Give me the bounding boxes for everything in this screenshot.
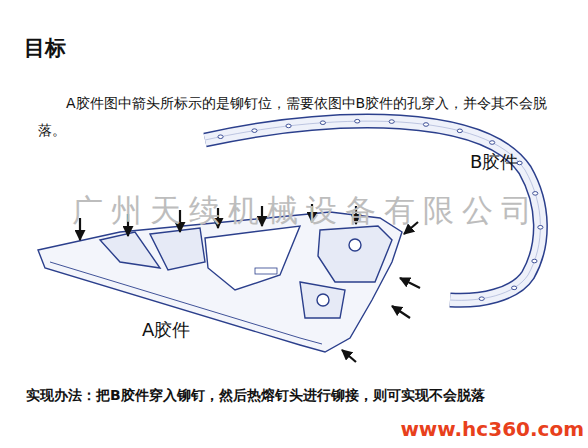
part-name: A胶件 bbox=[142, 318, 190, 342]
site-url: www.hc360.com bbox=[400, 416, 584, 443]
rivet-hole bbox=[355, 119, 360, 123]
page-title: 目标 bbox=[24, 34, 66, 62]
method-text: 实现办法：把B胶件穿入铆钉，然后热熔钉头进行铆接，则可实现不会脱落 bbox=[26, 386, 485, 405]
part-name: B胶件 bbox=[470, 150, 518, 174]
rivet-hole bbox=[218, 135, 223, 139]
rivet-hole bbox=[320, 121, 325, 125]
rivet-hole bbox=[532, 259, 537, 263]
rivet-arrow bbox=[342, 350, 356, 362]
rivet-hole bbox=[490, 141, 495, 145]
a-part bbox=[38, 212, 402, 352]
rivet-hole bbox=[457, 129, 462, 133]
rivet-arrow bbox=[392, 306, 410, 318]
rivet-hole bbox=[512, 286, 517, 290]
intro-text: A胶件图中箭头所标示的是铆钉位，需要依图中B胶件的孔穿入，并令其不会脱落。 bbox=[38, 90, 566, 143]
rivet-hole bbox=[252, 129, 257, 133]
rivet-hole bbox=[286, 124, 291, 128]
rivet-hole bbox=[423, 123, 428, 127]
watermark: 广州天续机械设备有限公司 bbox=[72, 190, 540, 232]
rivet-hole bbox=[389, 120, 394, 124]
rivet-hole bbox=[479, 297, 484, 301]
rivet-arrow bbox=[400, 278, 420, 288]
